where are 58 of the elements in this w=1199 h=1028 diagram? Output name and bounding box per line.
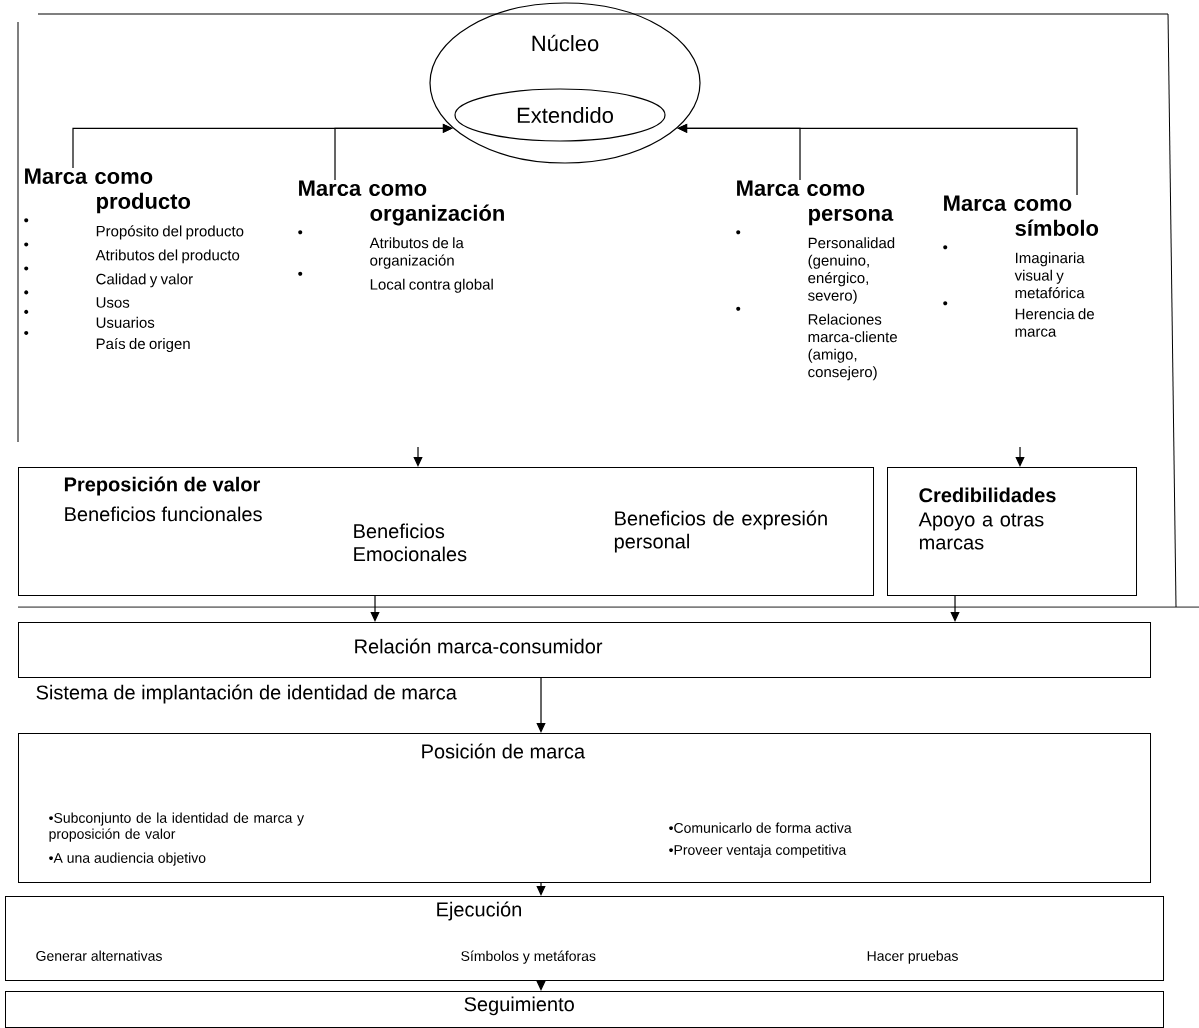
- bullet-item: Atributos del producto: [95, 249, 240, 264]
- arrow: [536, 980, 546, 991]
- bullet-item: País de origen: [96, 337, 190, 353]
- bullet: •: [24, 309, 29, 314]
- box-label: Sistema de implantación de identidad de marca: [36, 684, 457, 704]
- bullet-item: Relaciones marca-cliente (amigo, consejero): [808, 313, 897, 381]
- box-label: Ejecución: [437, 901, 521, 921]
- bullet: •: [943, 301, 948, 306]
- bullet-item: Atributos de la organización: [369, 237, 464, 269]
- bullet-item: Personalidad (genuino, enérgico, severo): [808, 237, 895, 304]
- bullet: •: [24, 330, 29, 335]
- value-box: [18, 467, 874, 596]
- arrow: [1015, 446, 1025, 467]
- box-label: Posición de marca: [422, 743, 586, 759]
- process-box: [5, 991, 1164, 1028]
- arrow: [413, 446, 423, 467]
- bullet-item: Local contra global: [370, 278, 493, 293]
- arrow: [536, 677, 546, 733]
- bullet-item: Usos: [96, 297, 130, 308]
- box-label: Hacer pruebas: [867, 950, 958, 964]
- box-label: Apoyo a otras marcas: [918, 512, 1044, 550]
- bullet: •: [24, 266, 29, 271]
- box-label: Beneficios Emocionales: [354, 523, 467, 562]
- bullet-item: Herencia de marca: [1015, 308, 1094, 337]
- credibility-box: [887, 467, 1137, 596]
- bullet-item: •A una audiencia objetivo: [49, 852, 206, 866]
- bullet: •: [298, 230, 303, 235]
- heading: Marca como persona: [737, 180, 894, 226]
- bullet-item: •Proveer ventaja competitiva: [669, 844, 847, 858]
- arrow: [370, 595, 380, 622]
- bullet-item: Imaginaria visual y metafórica: [1014, 252, 1085, 299]
- bullet-item: •Subconjunto de la identidad de marca y proposición de valor: [49, 812, 304, 842]
- box-label: Seguimiento: [464, 996, 574, 1016]
- heading: Marca como símbolo: [944, 195, 1099, 236]
- arrow: [950, 595, 960, 622]
- process-box: [18, 622, 1151, 678]
- bullet-item: Calidad y valor: [96, 273, 193, 288]
- process-box: [5, 896, 1164, 981]
- heading: Marca como organización: [299, 180, 504, 226]
- arrow: [536, 882, 546, 896]
- bullet: •: [943, 245, 948, 250]
- box-label: Beneficios de expresión personal: [614, 510, 827, 553]
- bullet-item: Usuarios: [96, 316, 155, 328]
- bullet-item: Propósito del producto: [96, 225, 244, 240]
- bullet-item: •Comunicarlo de forma activa: [669, 822, 852, 833]
- bullet: •: [298, 271, 303, 276]
- bullet: •: [24, 290, 29, 295]
- heading: Credibilidades: [919, 487, 1056, 503]
- box-label: Generar alternativas: [36, 950, 162, 961]
- bullet: •: [736, 306, 741, 311]
- box-label: Símbolos y metáforas: [461, 950, 596, 964]
- box-label: Beneficios funcionales: [65, 506, 262, 522]
- bullet: •: [24, 242, 29, 247]
- bullet: •: [24, 218, 29, 223]
- heading: Marca como producto: [25, 168, 191, 214]
- heading: Preposición de valor: [64, 476, 260, 496]
- box-label: Relación marca-consumidor: [355, 638, 603, 654]
- bullet: •: [736, 230, 741, 235]
